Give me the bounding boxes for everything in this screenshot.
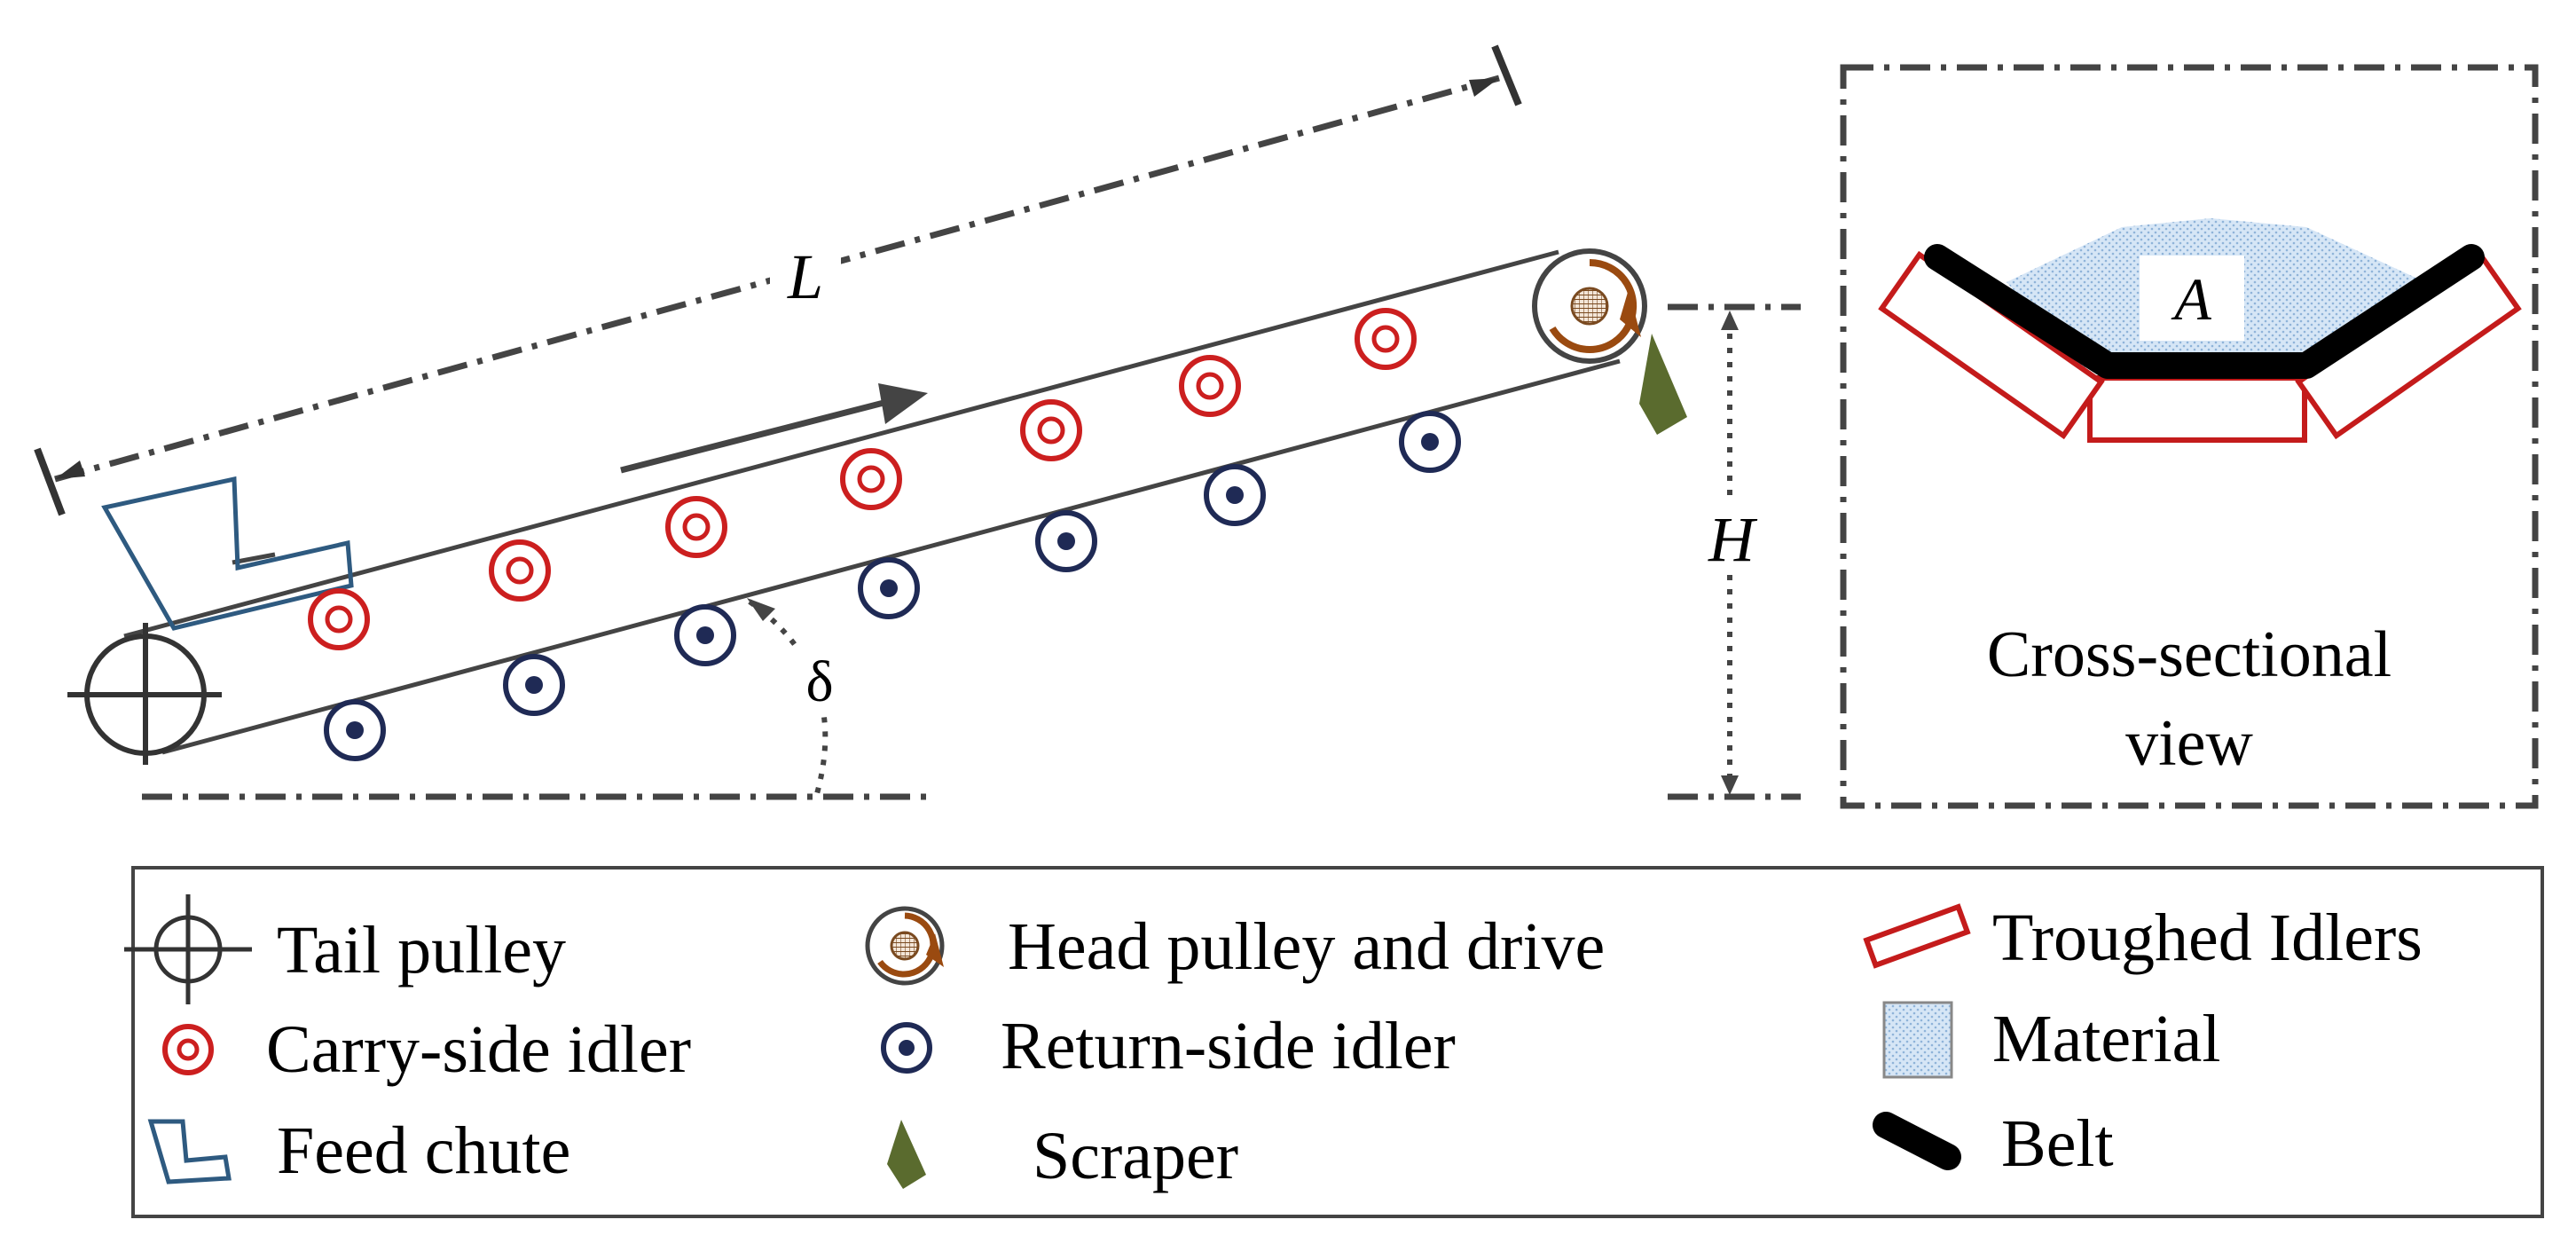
legend-item-belt: Belt — [1873, 1106, 2114, 1181]
angle-arc — [748, 599, 829, 798]
carry-idler — [1355, 308, 1417, 370]
cross-section-label-line1: Cross-sectional — [1987, 618, 2391, 691]
legend-label: Feed chute — [277, 1113, 570, 1188]
feed-chute — [101, 476, 354, 631]
cross-section-label-line2: view — [2125, 707, 2253, 780]
legend-label: Carry-side idler — [266, 1012, 691, 1087]
legend-item-troughed-idlers: Troughed Idlers — [1863, 901, 2423, 975]
head-pulley-icon — [865, 906, 945, 986]
return-idler — [1204, 464, 1266, 526]
return-idler — [674, 604, 736, 666]
troughed-idler-icon — [1863, 903, 1971, 969]
legend-label: Tail pulley — [277, 913, 566, 988]
return-idler-icon — [881, 1022, 932, 1074]
return-idler — [503, 654, 565, 716]
return-idler — [324, 699, 386, 761]
legend-label: Scraper — [1033, 1119, 1238, 1193]
legend-item-head-pulley: Head pulley and drive — [865, 906, 1605, 986]
cross-section-belt — [1924, 244, 2485, 379]
carry-idler — [308, 588, 370, 650]
carry-idler-icon — [162, 1024, 214, 1075]
return-idler — [1399, 411, 1461, 473]
head-pulley — [1532, 248, 1647, 364]
area-label: A — [2171, 265, 2211, 333]
material-icon — [1882, 1001, 1953, 1079]
legend-label: Troughed Idlers — [1992, 901, 2423, 975]
legend-label: Return-side idler — [1001, 1009, 1456, 1083]
direction-arrow — [620, 383, 928, 474]
height-label: H — [1708, 504, 1758, 575]
length-label: L — [787, 241, 823, 312]
angle-label: δ — [805, 649, 833, 714]
feed-chute-icon — [147, 1119, 232, 1184]
scraper-icon — [887, 1120, 926, 1189]
carry-idler — [1020, 399, 1082, 461]
legend-item-return-idler: Return-side idler — [881, 1009, 1456, 1083]
troughed-idler-center — [2087, 375, 2307, 443]
legend-item-feed-chute: Feed chute — [147, 1113, 570, 1188]
legend-item-material: Material — [1882, 1001, 2220, 1079]
belt-icon — [1873, 1112, 1961, 1170]
height-dimension — [1668, 303, 1801, 800]
return-idler — [858, 557, 920, 619]
legend-label: Material — [1992, 1002, 2220, 1076]
legend-item-scraper: Scraper — [887, 1119, 1238, 1193]
legend-label: Belt — [2001, 1106, 2114, 1181]
return-idler — [1035, 510, 1097, 572]
legend-label: Head pulley and drive — [1008, 909, 1605, 984]
cross-section-panel: A Cross-sectional view — [1840, 64, 2539, 809]
legend-item-carry-idler: Carry-side idler — [162, 1012, 691, 1087]
carry-idler — [665, 496, 727, 558]
carry-idler — [840, 448, 902, 510]
carry-idler — [1179, 355, 1241, 417]
scraper — [1639, 334, 1687, 435]
carry-idler — [489, 539, 551, 602]
tail-pulley-icon — [124, 894, 252, 1004]
carry-side-idlers — [308, 308, 1417, 650]
return-side-idlers — [324, 411, 1461, 761]
legend-item-tail-pulley: Tail pulley — [124, 894, 566, 1004]
tail-pulley — [67, 623, 222, 765]
legend: Tail pulley Carry-side idler Feed chute … — [124, 866, 2544, 1218]
